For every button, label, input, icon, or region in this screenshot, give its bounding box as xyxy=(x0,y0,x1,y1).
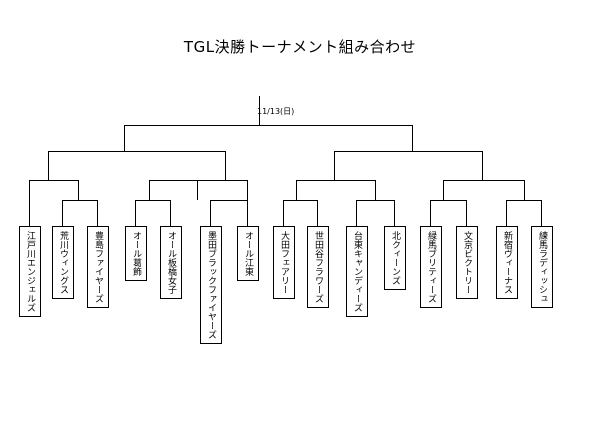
team-box: 江戸川エンジェルズ xyxy=(19,226,41,317)
team-box: 世田谷フラワーズ xyxy=(307,226,329,308)
team-box: 台東キャンディーズ xyxy=(346,226,368,317)
team-box: オール江東 xyxy=(237,226,259,281)
team-box: 荒川ウィングス xyxy=(52,226,74,299)
team-box: 新宿ヴィーナス xyxy=(496,226,518,299)
team-box: 大田フェアリー xyxy=(273,226,295,299)
page-title: TGL決勝トーナメント組み合わせ xyxy=(183,38,417,56)
team-box: 北クィーンズ xyxy=(384,226,406,290)
team-box: オール板橋女子 xyxy=(160,226,182,299)
team-box: 練馬ラディッシュ xyxy=(531,226,553,308)
team-box: オール葛飾 xyxy=(125,226,147,281)
team-box: 豊島ファイヤーズ xyxy=(87,226,109,308)
team-box: 文京ビクトリー xyxy=(456,226,478,299)
team-box: 墨田ブラックファイヤーズ xyxy=(200,226,222,344)
final-date-label: 11/13(日) xyxy=(257,107,295,116)
team-box: 緑馬ブリティーズ xyxy=(420,226,442,308)
